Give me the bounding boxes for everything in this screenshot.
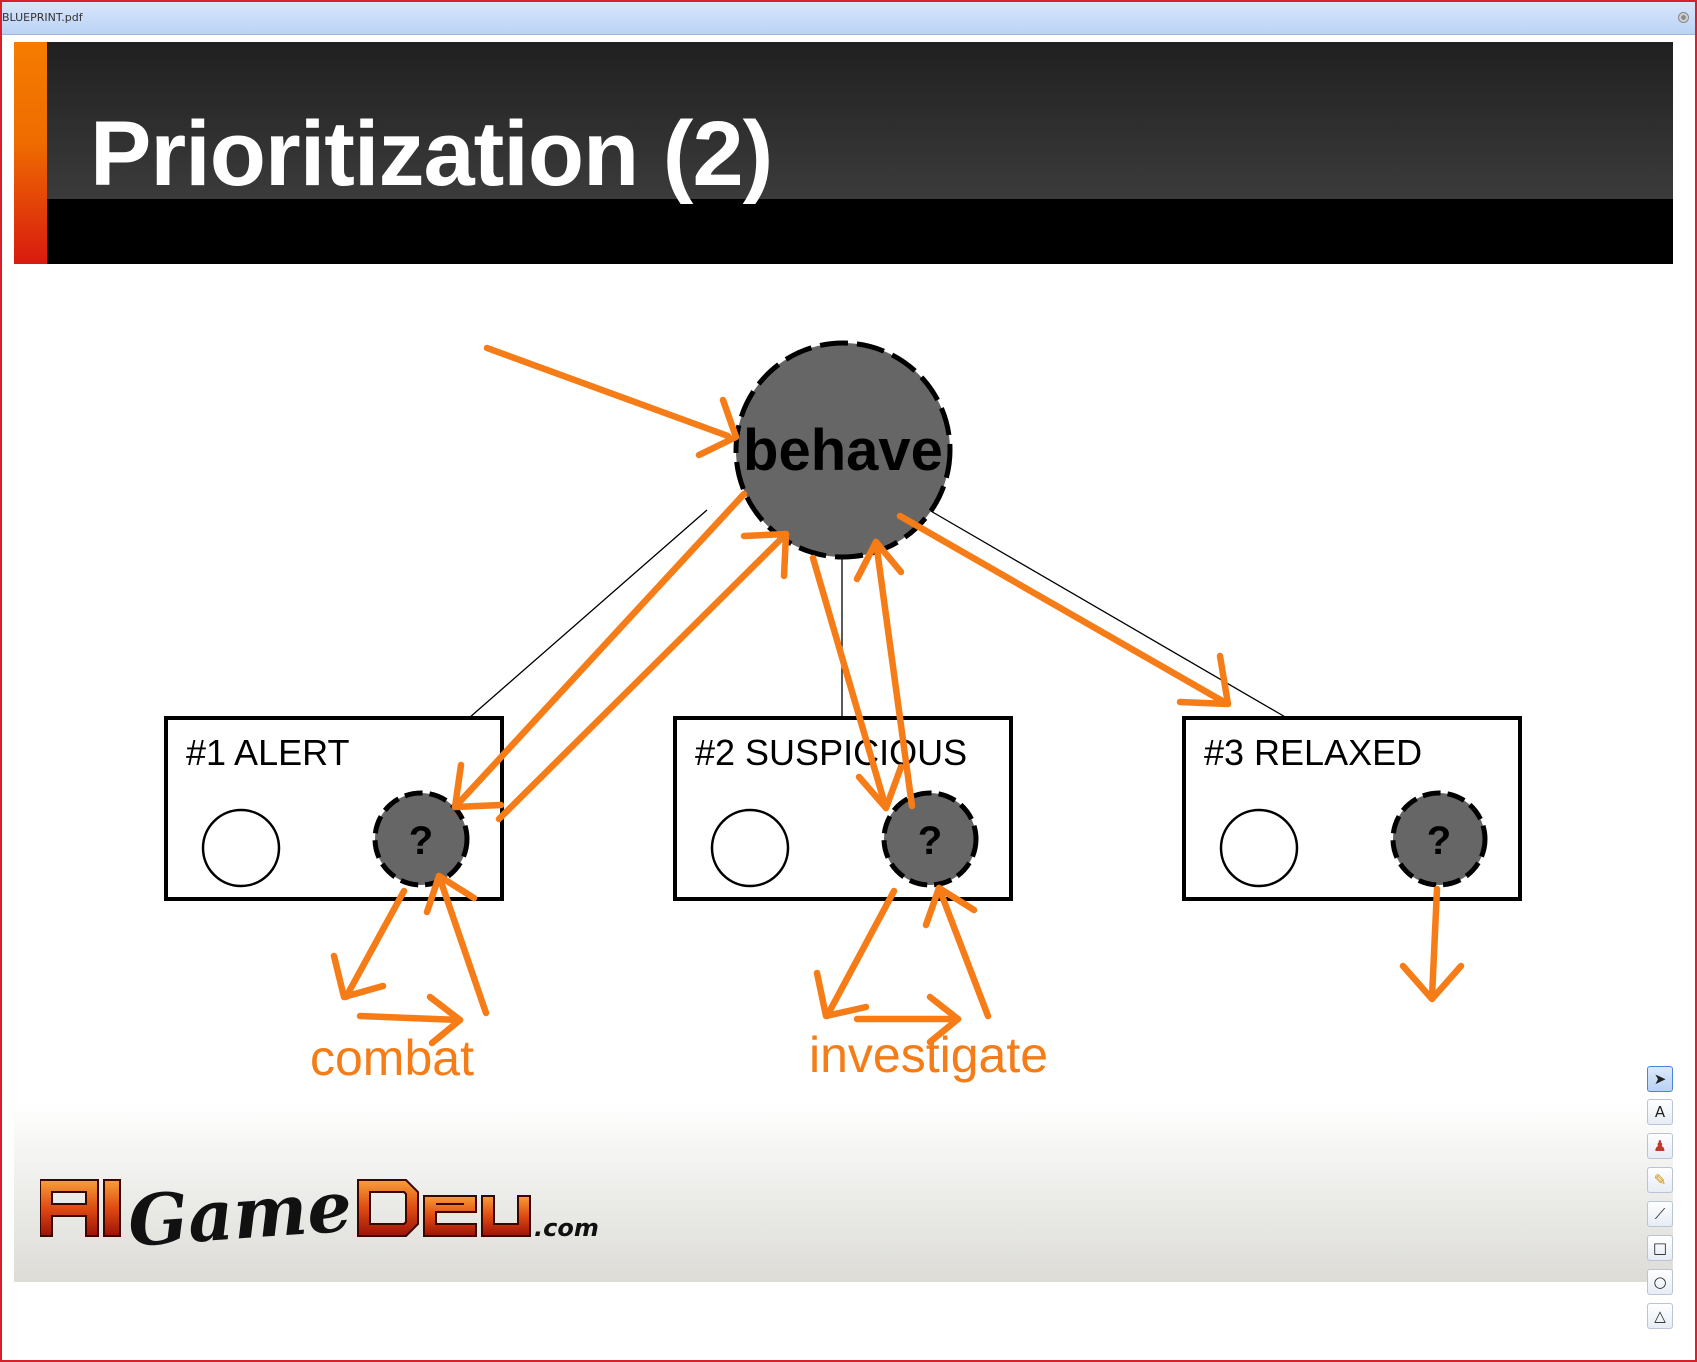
pencil-tool-icon[interactable]: ✎ [1647, 1167, 1673, 1193]
arrow-behave-to-relaxed-head [1176, 652, 1232, 708]
arrow-behave-to-suspicious-head [855, 763, 905, 812]
arrow-behave-to-relaxed [896, 512, 1228, 706]
connector-relaxed [928, 509, 1288, 719]
arrow-into-behave-head [695, 396, 740, 459]
arrow-investigate-to-suspicious-head [922, 884, 978, 929]
stamp-tool-glyph: ♟ [1653, 1137, 1667, 1155]
title-bar: BLUEPRINT.pdf [2, 2, 1695, 35]
rectangle-tool-glyph: □ [1652, 1239, 1668, 1257]
svg-text:Game: Game [125, 1165, 354, 1263]
arrow-relaxed-down-head [1399, 962, 1465, 1003]
arrow-relaxed-down [1428, 885, 1441, 1001]
state-suspicious-circle [710, 808, 790, 888]
pdf-slide: Prioritization (2) #1 ALERT #2 SUSPICIOU… [14, 42, 1675, 1282]
slide-footer [14, 1102, 1675, 1282]
arrow-alert-to-behave [495, 530, 790, 823]
arrow-suspicious-to-investigate [823, 887, 898, 1020]
text-tool-glyph: A [1654, 1103, 1666, 1121]
text-tool-icon[interactable]: A [1647, 1099, 1673, 1125]
arrow-investigate-to-suspicious [935, 884, 992, 1020]
state-label-relaxed: #3 RELAXED [1204, 732, 1423, 773]
ellipse-tool-icon[interactable]: ○ [1647, 1269, 1673, 1295]
arrow-alert-to-combat [342, 887, 408, 1001]
arrow-combat-to-alert [435, 872, 490, 1017]
header-accent-strip [14, 42, 47, 264]
selector-node-alert [372, 790, 470, 888]
line-tool-glyph: ⟋ [1654, 1205, 1666, 1223]
behavior-tree-diagram: ? ? ? behave [201, 340, 1488, 1047]
arrow-behave-to-alert-head [451, 761, 505, 811]
selector-label-suspicious: ? [918, 819, 942, 863]
polygon-tool-icon[interactable]: △ [1647, 1303, 1673, 1329]
arrow-suspicious-to-behave [872, 538, 916, 810]
arrow-into-behave [483, 344, 732, 440]
ellipse-tool-glyph: ○ [1653, 1273, 1667, 1291]
arrow-alert-to-behave-head [740, 530, 790, 580]
arrow-alert-to-combat-head [330, 952, 387, 1001]
select-tool-glyph: ➤ [1653, 1070, 1667, 1088]
selector-label-relaxed: ? [1427, 819, 1451, 863]
state-label-suspicious: #2 SUSPICIOUS [695, 732, 968, 773]
stamp-tool-icon[interactable]: ♟ [1647, 1133, 1673, 1159]
label-combat: combat [310, 1030, 474, 1086]
line-tool-icon[interactable]: ⟋ [1647, 1201, 1673, 1227]
arrow-suspicious-to-investigate-head [813, 969, 870, 1020]
arrow-behave-to-alert [451, 490, 748, 811]
header-gradient [14, 42, 1675, 199]
right-gutter [1673, 36, 1695, 1360]
state-relaxed-circle [1219, 808, 1299, 888]
state-label-alert: #1 ALERT [186, 732, 350, 773]
select-tool-icon[interactable]: ➤ [1647, 1066, 1673, 1092]
arrow-investigate-across-head [926, 993, 962, 1046]
arrow-behave-to-suspicious [809, 554, 890, 812]
arrow-combat-to-alert-head [423, 872, 478, 916]
root-node-behave [733, 340, 953, 560]
slide-title: Prioritization (2) [90, 103, 773, 205]
pencil-tool-glyph: ✎ [1653, 1171, 1667, 1189]
window-title: BLUEPRINT.pdf [2, 11, 83, 24]
label-investigate: investigate [809, 1027, 1049, 1083]
arrow-combat-across-head [426, 993, 464, 1047]
root-node-label: behave [743, 418, 943, 483]
rectangle-tool-icon[interactable]: □ [1647, 1235, 1673, 1261]
svg-text:.com: .com [534, 1214, 599, 1242]
arrow-suspicious-to-behave-head [853, 538, 905, 583]
aigamedev-logo: Game .com [40, 1165, 599, 1263]
selector-node-relaxed [1390, 790, 1488, 888]
polygon-tool-glyph: △ [1654, 1307, 1666, 1325]
annotation-toolbar: ➤ A ♟ ✎ ⟋ □ ○ △ [1642, 1066, 1676, 1350]
selector-label-alert: ? [409, 819, 433, 863]
arrow-combat-across [356, 1012, 464, 1024]
annotation-arrows [330, 344, 1465, 1047]
close-icon[interactable] [1678, 12, 1689, 23]
connector-alert [468, 509, 708, 719]
selector-node-suspicious [881, 790, 979, 888]
state-alert-circle [201, 808, 281, 888]
slide-header: Prioritization (2) [14, 42, 1675, 264]
